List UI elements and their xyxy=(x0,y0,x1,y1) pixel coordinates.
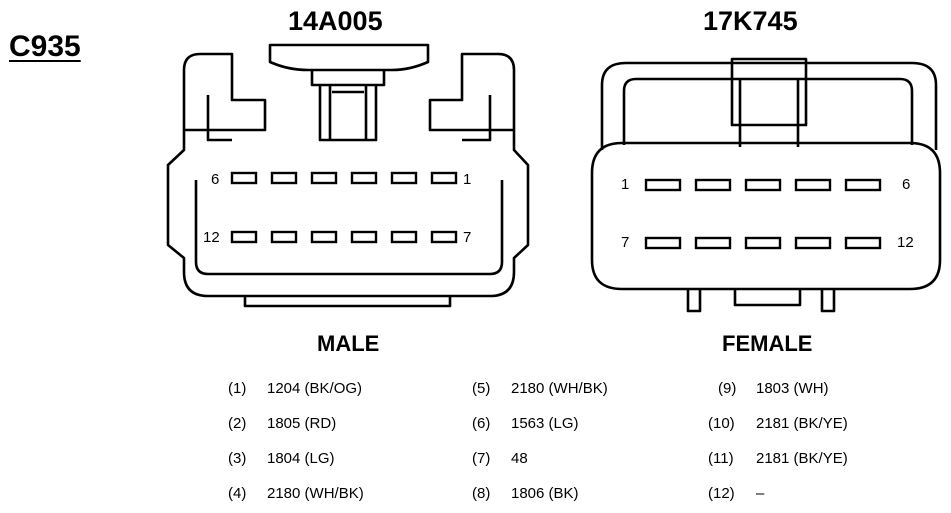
legend-circuit: 2180 (WH/BK) xyxy=(267,485,364,502)
legend-circuit: 1204 (BK/OG) xyxy=(267,380,363,397)
legend-circuit: 2181 (BK/YE) xyxy=(756,450,848,467)
connector-id: C935 xyxy=(9,30,81,63)
male-pin-label-12: 12 xyxy=(203,229,220,246)
legend-circuit: 1804 (LG) xyxy=(267,450,335,467)
male-pin-label-7: 7 xyxy=(463,229,472,246)
female-pin-label-1: 1 xyxy=(621,176,630,193)
legend-pin: (2) xyxy=(228,415,247,432)
legend-circuit: 2180 (WH/BK) xyxy=(511,380,608,397)
male-pin-label-6: 6 xyxy=(211,171,220,188)
legend-circuit: 1563 (LG) xyxy=(511,415,579,432)
legend-circuit: 1805 (RD) xyxy=(267,415,337,432)
legend-pin: (7) xyxy=(472,450,491,467)
legend-circuit: 1806 (BK) xyxy=(511,485,579,502)
female-pin-label-12: 12 xyxy=(897,234,914,251)
female-label: FEMALE xyxy=(722,331,813,356)
legend-pin: (10) xyxy=(708,415,735,432)
female-pin-label-7: 7 xyxy=(621,234,630,251)
female-connector-drawing xyxy=(590,57,942,313)
legend-entry: (1) xyxy=(228,380,246,398)
legend-pin: (4) xyxy=(228,485,247,502)
legend-circuit: 48 xyxy=(511,450,528,467)
legend-pin: (1) xyxy=(228,380,247,397)
legend-circuit: 2181 (BK/YE) xyxy=(756,415,848,432)
legend-circuit: – xyxy=(756,485,765,502)
female-pin-label-6: 6 xyxy=(902,176,911,193)
male-part-number: 14A005 xyxy=(288,6,383,36)
female-part-number: 17K745 xyxy=(703,6,798,36)
legend-pin: (11) xyxy=(708,450,734,467)
legend-pin: (5) xyxy=(472,380,491,397)
legend-pin: (9) xyxy=(718,380,737,397)
male-connector-drawing xyxy=(166,43,530,308)
legend-circuit: 1803 (WH) xyxy=(756,380,829,397)
legend-pin: (8) xyxy=(472,485,491,502)
legend-pin: (12) xyxy=(708,485,735,502)
legend-pin: (3) xyxy=(228,450,247,467)
male-label: MALE xyxy=(317,331,380,356)
legend-pin: (6) xyxy=(472,415,491,432)
male-pin-label-1: 1 xyxy=(463,171,472,188)
